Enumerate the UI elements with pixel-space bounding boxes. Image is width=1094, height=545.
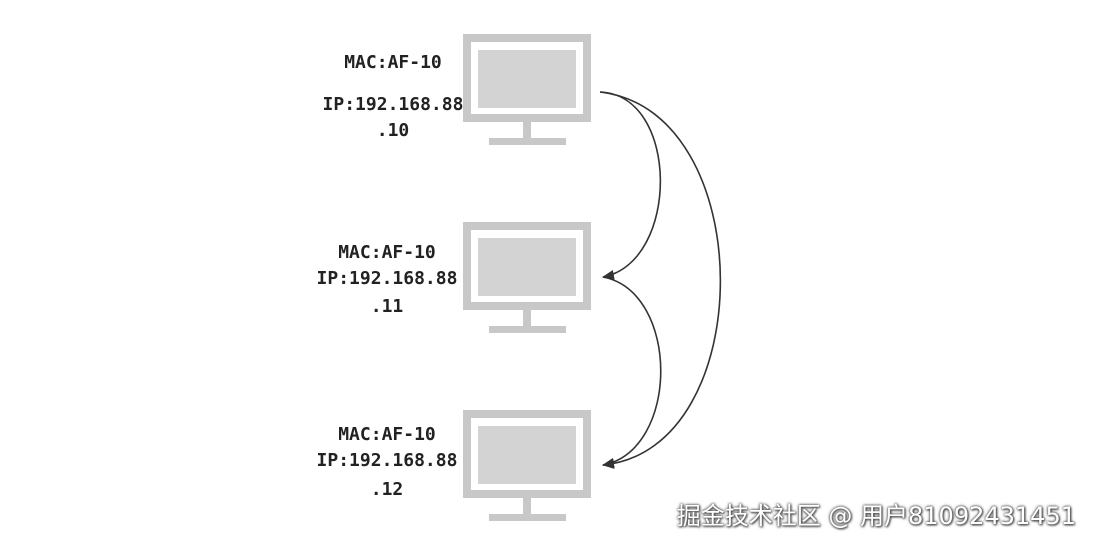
arrow-computer-1-to-computer-2 <box>599 91 662 280</box>
computer-3-ip-label: IP:192.168.88 <box>316 450 458 471</box>
computer-1-ip-suffix-label: .10 <box>376 120 410 141</box>
arrow-computer-1-to-computer-3 <box>599 91 722 469</box>
computer-3-ip-suffix-label: .12 <box>370 479 404 500</box>
watermark: 掘金技术社区 @ 用户81092431451 <box>676 502 1076 530</box>
computer-2-ip-label: IP:192.168.88 <box>316 268 458 289</box>
computer-3-icon <box>463 410 591 521</box>
computer-1-icon <box>463 34 591 145</box>
computer-1-mac-label: MAC:AF-10 <box>344 52 442 73</box>
computer-2-mac-label: MAC:AF-10 <box>338 242 436 263</box>
computer-3-mac-label: MAC:AF-10 <box>338 424 436 445</box>
computer-1-ip-label: IP:192.168.88 <box>322 94 464 115</box>
arrow-computer-2-to-computer-3 <box>602 276 662 468</box>
computer-2-ip-suffix-label: .11 <box>370 296 404 317</box>
computer-2-icon <box>463 222 591 333</box>
